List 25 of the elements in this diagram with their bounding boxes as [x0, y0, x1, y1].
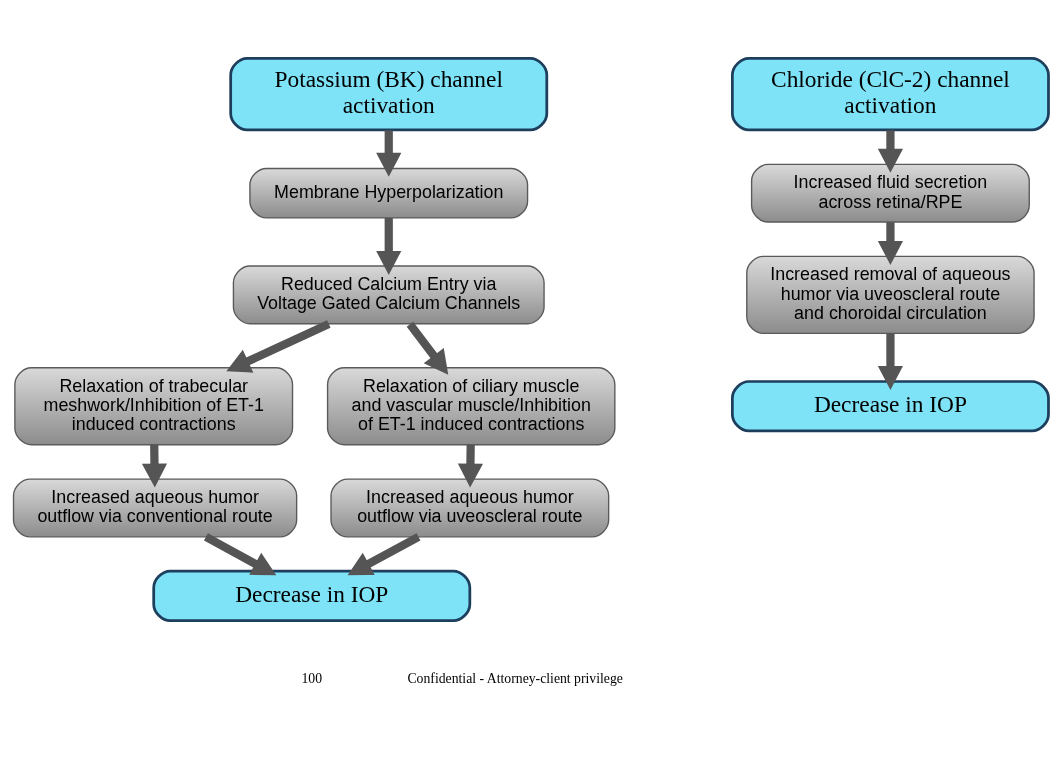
arrow: [376, 129, 402, 177]
arrow: [203, 532, 277, 575]
node-box: Increased aqueous humor outflow via conventional route: [12, 477, 298, 537]
node-box: Increased removal of aqueous humor via uveoscleral route and choroidal circulation: [746, 255, 1035, 334]
label: Confidential - Attorney-client privilege: [407, 670, 623, 686]
arrow: [347, 532, 421, 575]
node-box: Decrease in IOP: [731, 379, 1050, 432]
node-box: Chloride (ClC-2) channel activation: [731, 56, 1050, 131]
arrow: [226, 319, 331, 373]
arrow: [877, 333, 904, 390]
arrow: [141, 444, 168, 488]
node-box: Membrane Hyperpolarization: [249, 167, 529, 219]
label: 100: [301, 670, 323, 686]
node-box: Potassium (BK) channel activation: [229, 56, 549, 131]
arrow: [376, 217, 402, 275]
node-box: Reduced Calcium Entry via Voltage Gated Calcium Channels: [232, 264, 545, 324]
node-box: Relaxation of ciliary muscle and vascular muscle/Inhibition of ET-1 induced contractions: [326, 366, 616, 445]
node-box: Increased aqueous humor outflow via uveoscleral route: [330, 477, 610, 537]
node-box: Decrease in IOP: [152, 569, 472, 622]
arrow: [877, 129, 904, 173]
arrow: [877, 221, 904, 265]
node-box: Relaxation of trabecular meshwork/Inhibition of ET-1 induced contractions: [14, 366, 294, 445]
arrow: [457, 444, 483, 488]
node-box: Increased fluid secretion across retina/RPE: [750, 163, 1030, 223]
arrow: [406, 321, 449, 375]
